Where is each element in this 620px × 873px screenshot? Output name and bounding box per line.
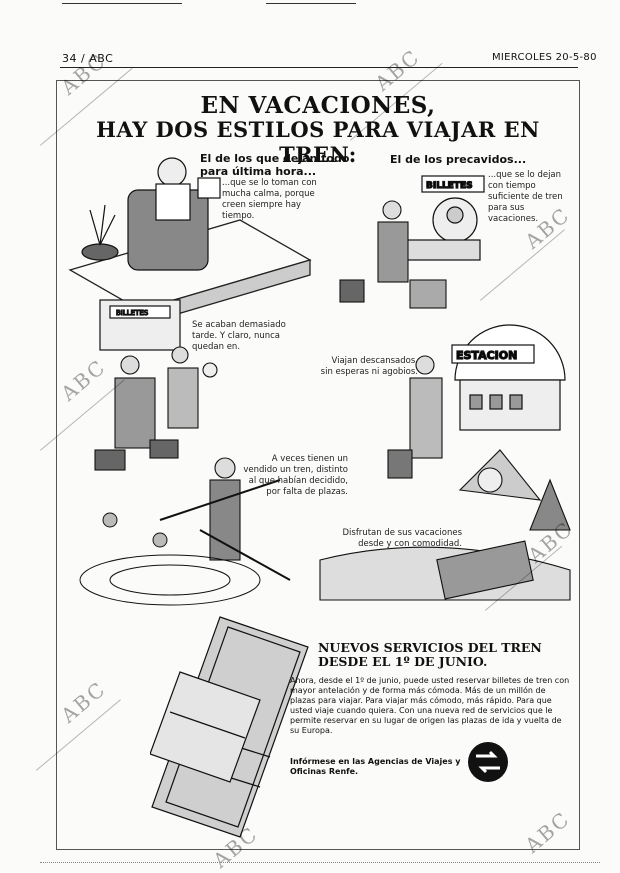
caption-right-3: Disfrutan de sus vacaciones desde y con …: [342, 528, 462, 549]
caption-right-2: Viajan descansados, sin esperas ni agobi…: [320, 356, 418, 377]
ad-title-line2: HAY DOS ESTILOS PARA VIAJAR EN TREN:: [96, 117, 540, 167]
train-tickets-illustration: [150, 616, 309, 838]
header-rule: [60, 67, 578, 68]
top-rule-right: [266, 3, 356, 4]
billetes-sign-1: BILLETES: [116, 309, 149, 317]
caption-left-3: A veces tienen un vendido un tren, disti…: [243, 454, 348, 497]
skier-man: [159, 457, 291, 581]
info-footer: Infórmese en las Agencias de Viajes y Of…: [290, 757, 461, 776]
renfe-logo-icon: [468, 742, 508, 782]
bottom-rule: [40, 862, 600, 863]
estacion-sign: ESTACION: [456, 349, 517, 362]
billetes-sign-2: BILLETES: [426, 181, 473, 191]
armchair-man: [127, 157, 221, 271]
new-services-title-line2: DESDE EL 1º DE JUNIO.: [318, 654, 488, 669]
traveler-station: [387, 355, 443, 479]
cartoon-illustration: BILLETES BILLETES ESTACION: [68, 157, 571, 606]
new-services-title-line1: NUEVOS SERVICIOS DEL TREN: [318, 640, 542, 655]
new-services-body: Ahora, desde el 1º de junio, puede usted…: [290, 676, 570, 735]
issue-date: MIERCOLES 20-5-80: [492, 52, 597, 63]
caption-right-1: ...que se lo dejan con tiempo suficiente…: [488, 170, 563, 224]
right-heading: El de los precavidos...: [390, 153, 527, 166]
ticket-window-left: BILLETES: [99, 299, 181, 351]
traveler-right: [339, 200, 447, 309]
crowd-left: [94, 346, 218, 471]
ticket-booth-right: BILLETES: [389, 175, 485, 261]
caption-left-2: Se acaban demasiado tarde. Y claro, nunc…: [192, 320, 286, 352]
beach-scene: [319, 449, 571, 601]
plant-pot: [81, 204, 119, 261]
top-rule-left: [62, 3, 182, 4]
caption-left-1: ...que se lo toman con mucha calma, porq…: [222, 178, 317, 221]
left-heading: El de los que dejan todo para última hor…: [200, 152, 350, 178]
ad-title-line1: EN VACACIONES,: [200, 92, 436, 119]
station-building: ESTACION: [451, 324, 566, 431]
advertisement-frame: [56, 80, 580, 850]
swimming-pool: [79, 512, 261, 606]
page-section-label: 34 / ABC: [62, 52, 114, 65]
new-services-title: NUEVOS SERVICIOS DEL TREN DESDE EL 1º DE…: [318, 641, 558, 669]
